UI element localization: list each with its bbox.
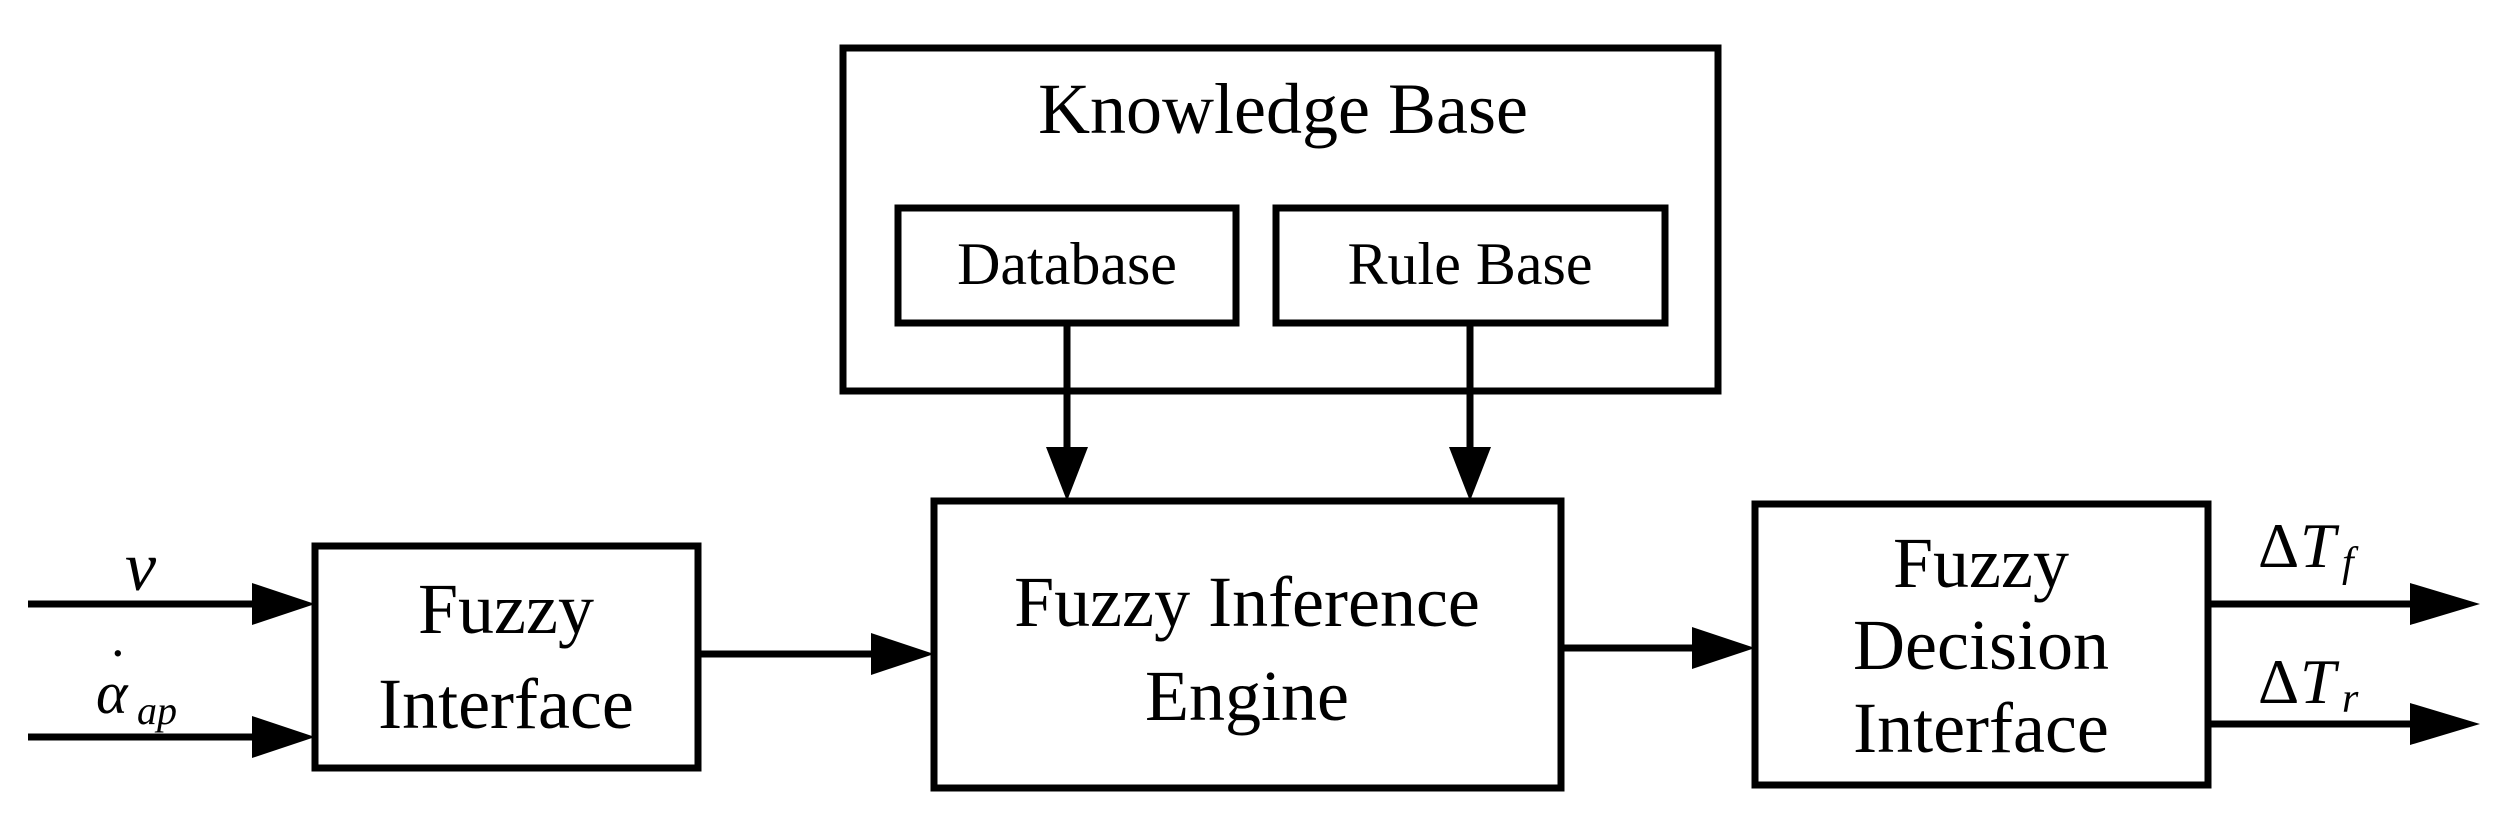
output-rear-delta: Δ [2258, 646, 2299, 717]
engine-to-decision-arrowhead [1692, 627, 1755, 669]
rule-base-label: Rule Base [1348, 231, 1593, 297]
interface-to-engine-arrowhead [871, 633, 934, 675]
input-alpha-arrowhead [252, 716, 315, 758]
decision-interface-line2: Decision [1853, 605, 2109, 685]
output-front-delta: Δ [2258, 510, 2299, 581]
input-v-arrowhead [252, 583, 315, 625]
inference-engine-line1: Fuzzy Inference [1014, 562, 1480, 642]
inference-engine-box [930, 497, 1565, 792]
output-front-var: T [2300, 510, 2340, 581]
input-alpha-dot: ˙ [104, 637, 124, 703]
database-to-engine-arrowhead [1046, 447, 1088, 501]
decision-interface-line3: Interface [1853, 688, 2109, 768]
fuzzy-interface-line2: Interface [378, 664, 634, 744]
output-front-sub: f [2342, 540, 2359, 586]
output-front-arrowhead [2410, 583, 2480, 625]
input-alpha-symbol: α [96, 660, 129, 726]
knowledge-base-title: Knowledge Base [1038, 69, 1528, 149]
output-rear-arrowhead [2410, 703, 2480, 745]
fuzzy-interface-line1: Fuzzy [418, 569, 594, 649]
inference-engine-line2: Engine [1145, 656, 1349, 736]
decision-interface-box [1751, 500, 2212, 789]
input-v-label: v [125, 529, 157, 606]
rulebase-to-engine-arrowhead [1449, 447, 1491, 501]
decision-interface-line1: Fuzzy [1893, 523, 2069, 603]
output-rear-var: T [2300, 646, 2340, 717]
database-label: Database [957, 231, 1177, 297]
output-rear-sub: r [2342, 676, 2359, 722]
input-alpha-subscript: ap [137, 688, 177, 733]
